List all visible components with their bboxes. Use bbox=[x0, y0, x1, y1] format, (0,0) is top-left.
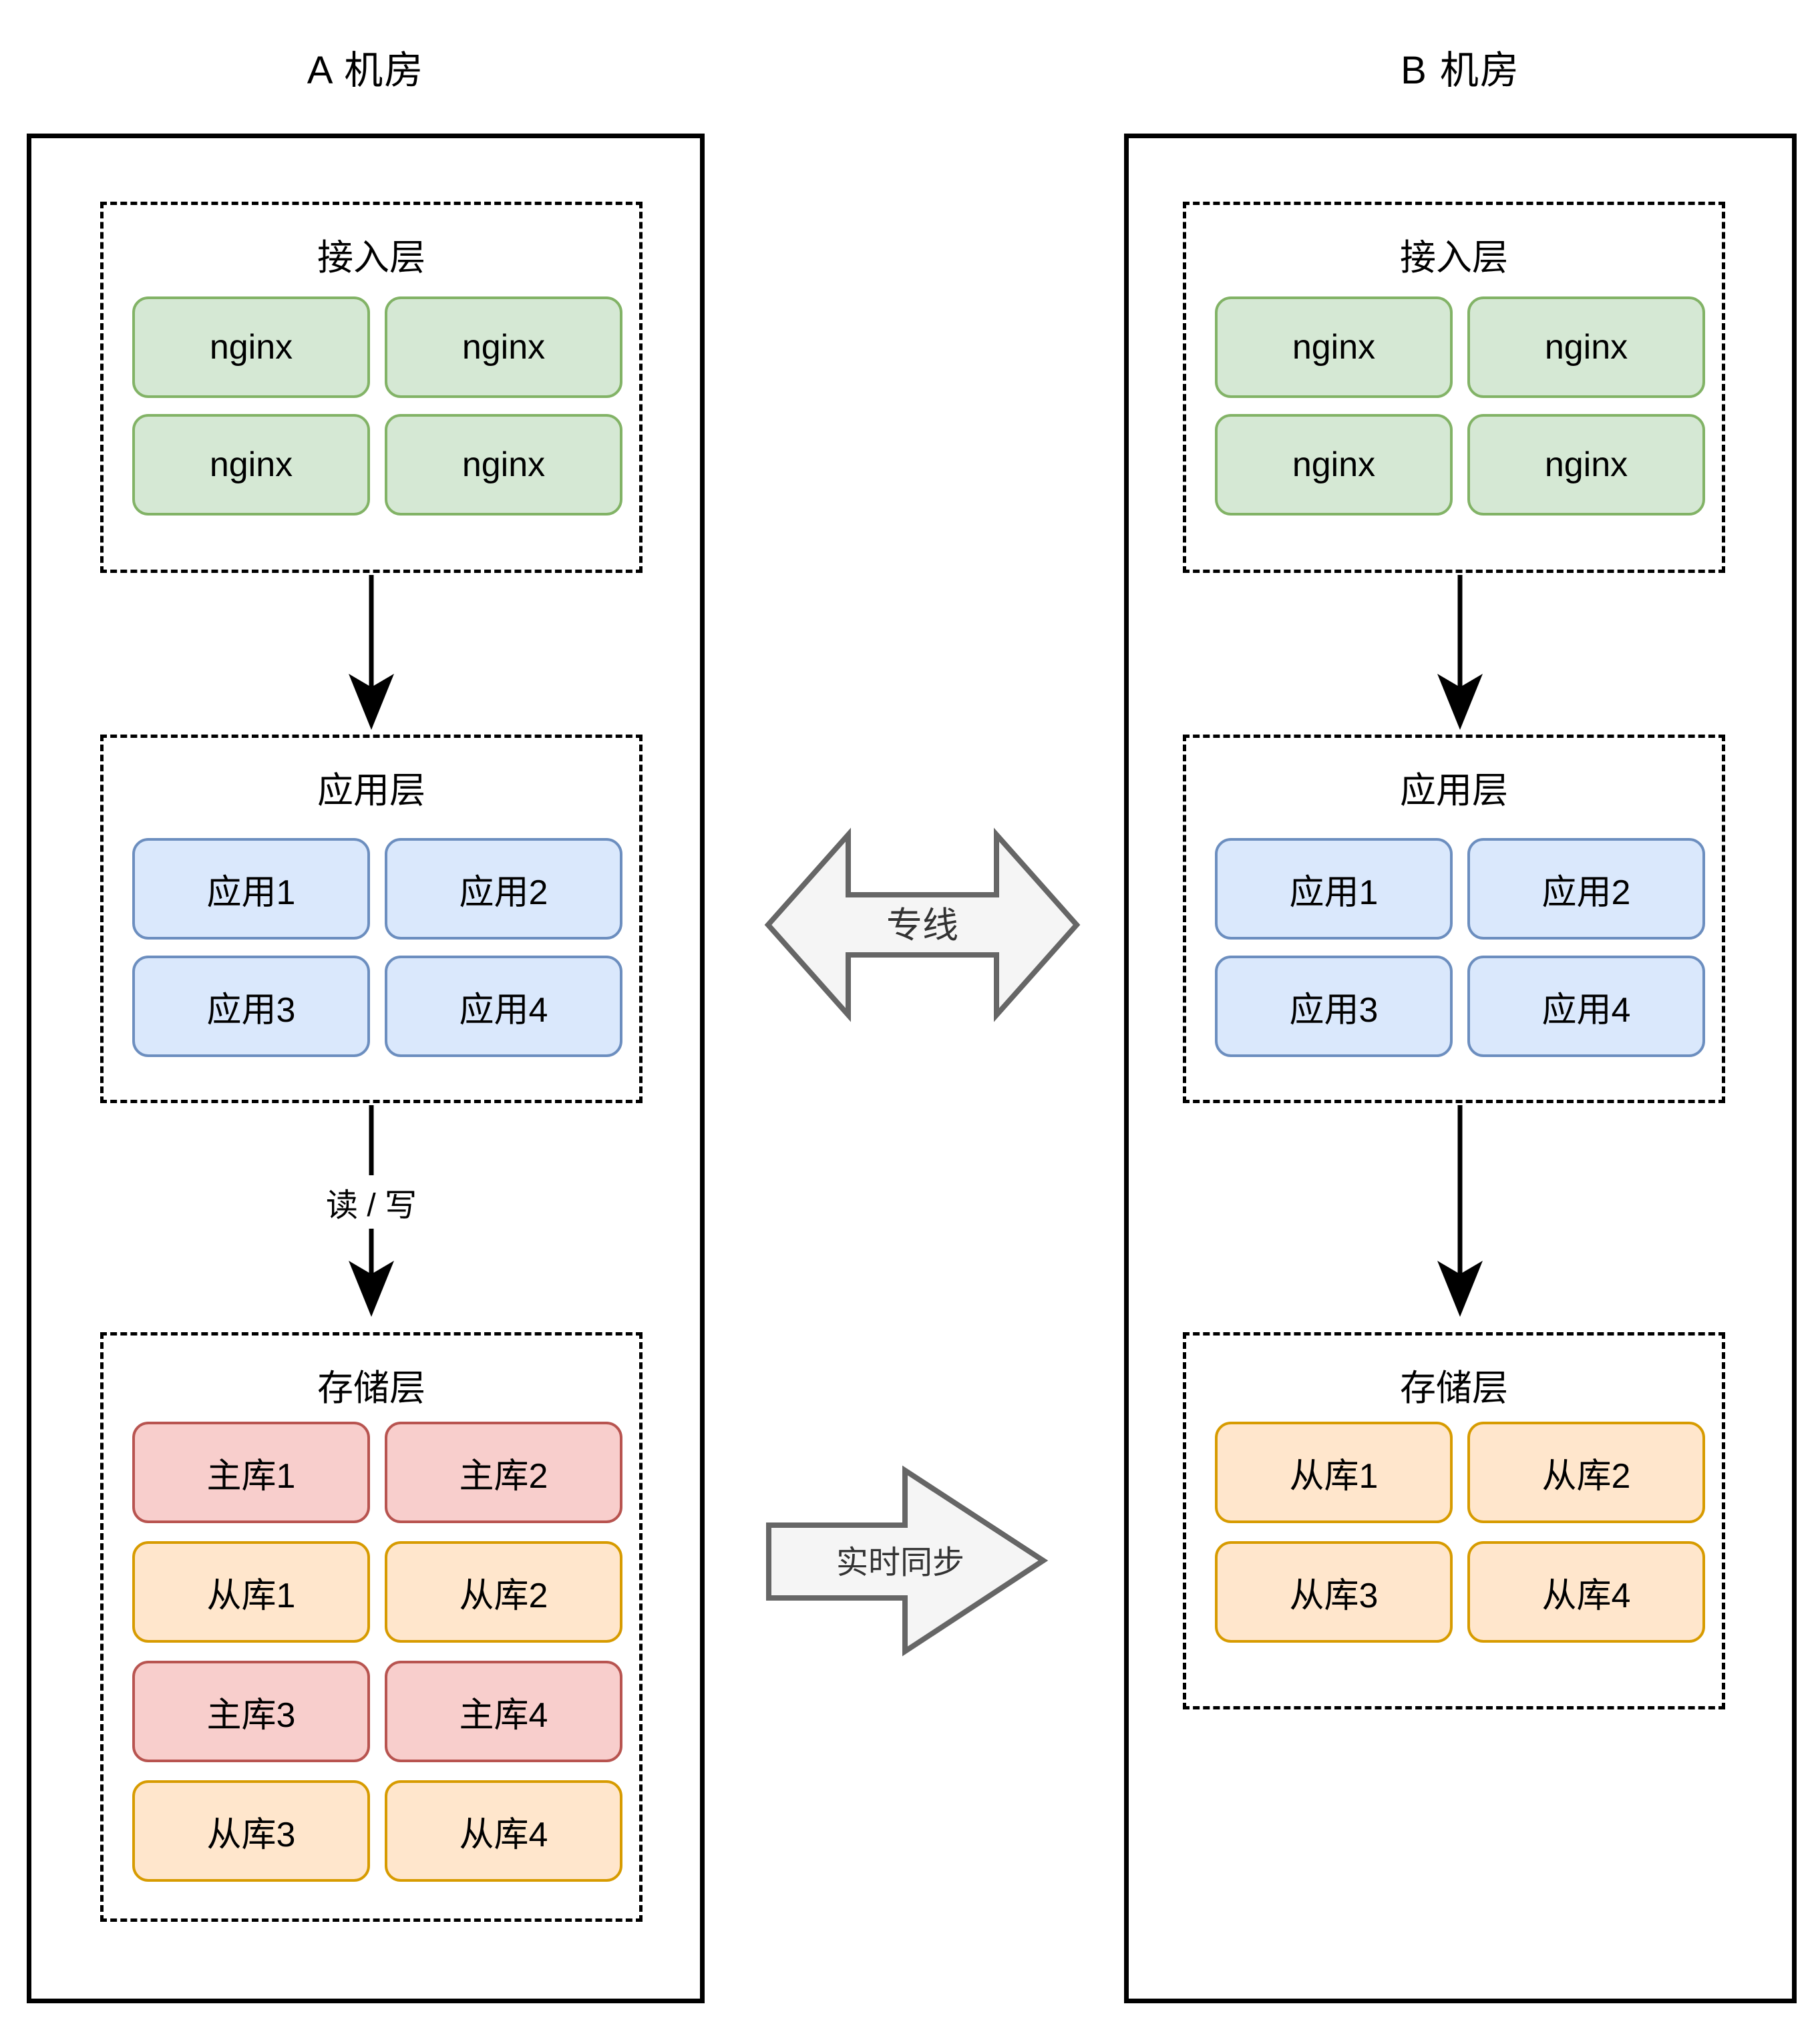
dc-a-app-node: 应用1 bbox=[132, 838, 370, 940]
dc-b-app-node: 应用4 bbox=[1467, 956, 1705, 1057]
dc-b-app-layer: 应用层 bbox=[1183, 735, 1725, 1103]
dc-a-master-db-node: 主库3 bbox=[132, 1661, 370, 1762]
dc-b-app-title: 应用层 bbox=[1400, 771, 1508, 811]
dc-a-nginx-node: nginx bbox=[385, 296, 622, 398]
dc-b-slave-db-node: 从库3 bbox=[1215, 1541, 1453, 1643]
dc-b-title: B 机房 bbox=[1401, 49, 1520, 92]
dc-b-slave-db-node: 从库4 bbox=[1467, 1541, 1705, 1643]
read-write-label: 读 / 写 bbox=[271, 1175, 472, 1229]
dc-a-app-layer: 应用层 bbox=[100, 735, 643, 1103]
dc-a-slave-db-node: 从库2 bbox=[385, 1541, 622, 1643]
arrow-a-access-to-app bbox=[349, 575, 394, 730]
dc-a-storage-layer: 存储层 bbox=[100, 1332, 643, 1922]
arrow-b-access-to-app bbox=[1437, 575, 1483, 730]
dc-b-access-title: 接入层 bbox=[1400, 238, 1508, 278]
dc-b-nginx-node: nginx bbox=[1215, 414, 1453, 516]
arrowhead-down-icon bbox=[1437, 674, 1483, 730]
dc-a-master-db-node: 主库2 bbox=[385, 1422, 622, 1523]
dc-b-nginx-node: nginx bbox=[1215, 296, 1453, 398]
dc-b-slave-db-node: 从库2 bbox=[1467, 1422, 1705, 1523]
dc-a-slave-db-node: 从库4 bbox=[385, 1780, 622, 1882]
arrowhead-down-icon bbox=[349, 1261, 394, 1317]
dc-a-app-node: 应用4 bbox=[385, 956, 622, 1057]
realtime-sync-arrow: 实时同步 bbox=[766, 1465, 1049, 1657]
dc-a-nginx-node: nginx bbox=[385, 414, 622, 516]
dedicated-line-label: 专线 bbox=[886, 905, 958, 946]
dc-b-access-layer: 接入层 bbox=[1183, 202, 1725, 573]
dc-a-box bbox=[27, 134, 705, 2003]
arrowhead-down-icon bbox=[1437, 1261, 1483, 1317]
dc-a-access-title: 接入层 bbox=[317, 238, 425, 278]
dc-a-app-node: 应用2 bbox=[385, 838, 622, 940]
realtime-sync-label: 实时同步 bbox=[836, 1545, 964, 1581]
dc-b-box bbox=[1124, 134, 1797, 2003]
dc-a-nginx-node: nginx bbox=[132, 414, 370, 516]
dedicated-line-double-arrow: 专线 bbox=[764, 827, 1081, 1022]
dc-a-access-layer: 接入层 bbox=[100, 202, 643, 573]
dc-a-app-title: 应用层 bbox=[317, 771, 425, 811]
arrowhead-down-icon bbox=[349, 674, 394, 730]
dc-b-storage-layer: 存储层 bbox=[1183, 1332, 1725, 1709]
dc-b-storage-title: 存储层 bbox=[1400, 1368, 1508, 1408]
arrow-b-app-to-storage bbox=[1437, 1105, 1483, 1317]
dc-a-app-node: 应用3 bbox=[132, 956, 370, 1057]
dc-a-master-db-node: 主库1 bbox=[132, 1422, 370, 1523]
dc-a-storage-title: 存储层 bbox=[317, 1368, 425, 1408]
right-arrow-icon bbox=[766, 1465, 1049, 1657]
dc-b-slave-db-node: 从库1 bbox=[1215, 1422, 1453, 1523]
dc-b-nginx-node: nginx bbox=[1467, 296, 1705, 398]
dc-a-title: A 机房 bbox=[307, 49, 425, 92]
dc-a-slave-db-node: 从库1 bbox=[132, 1541, 370, 1643]
dc-b-app-node: 应用3 bbox=[1215, 956, 1453, 1057]
dc-a-slave-db-node: 从库3 bbox=[132, 1780, 370, 1882]
dc-a-nginx-node: nginx bbox=[132, 296, 370, 398]
dc-a-master-db-node: 主库4 bbox=[385, 1661, 622, 1762]
double-arrow-icon bbox=[764, 827, 1081, 1022]
dc-b-app-node: 应用1 bbox=[1215, 838, 1453, 940]
dc-b-nginx-node: nginx bbox=[1467, 414, 1705, 516]
dc-b-app-node: 应用2 bbox=[1467, 838, 1705, 940]
